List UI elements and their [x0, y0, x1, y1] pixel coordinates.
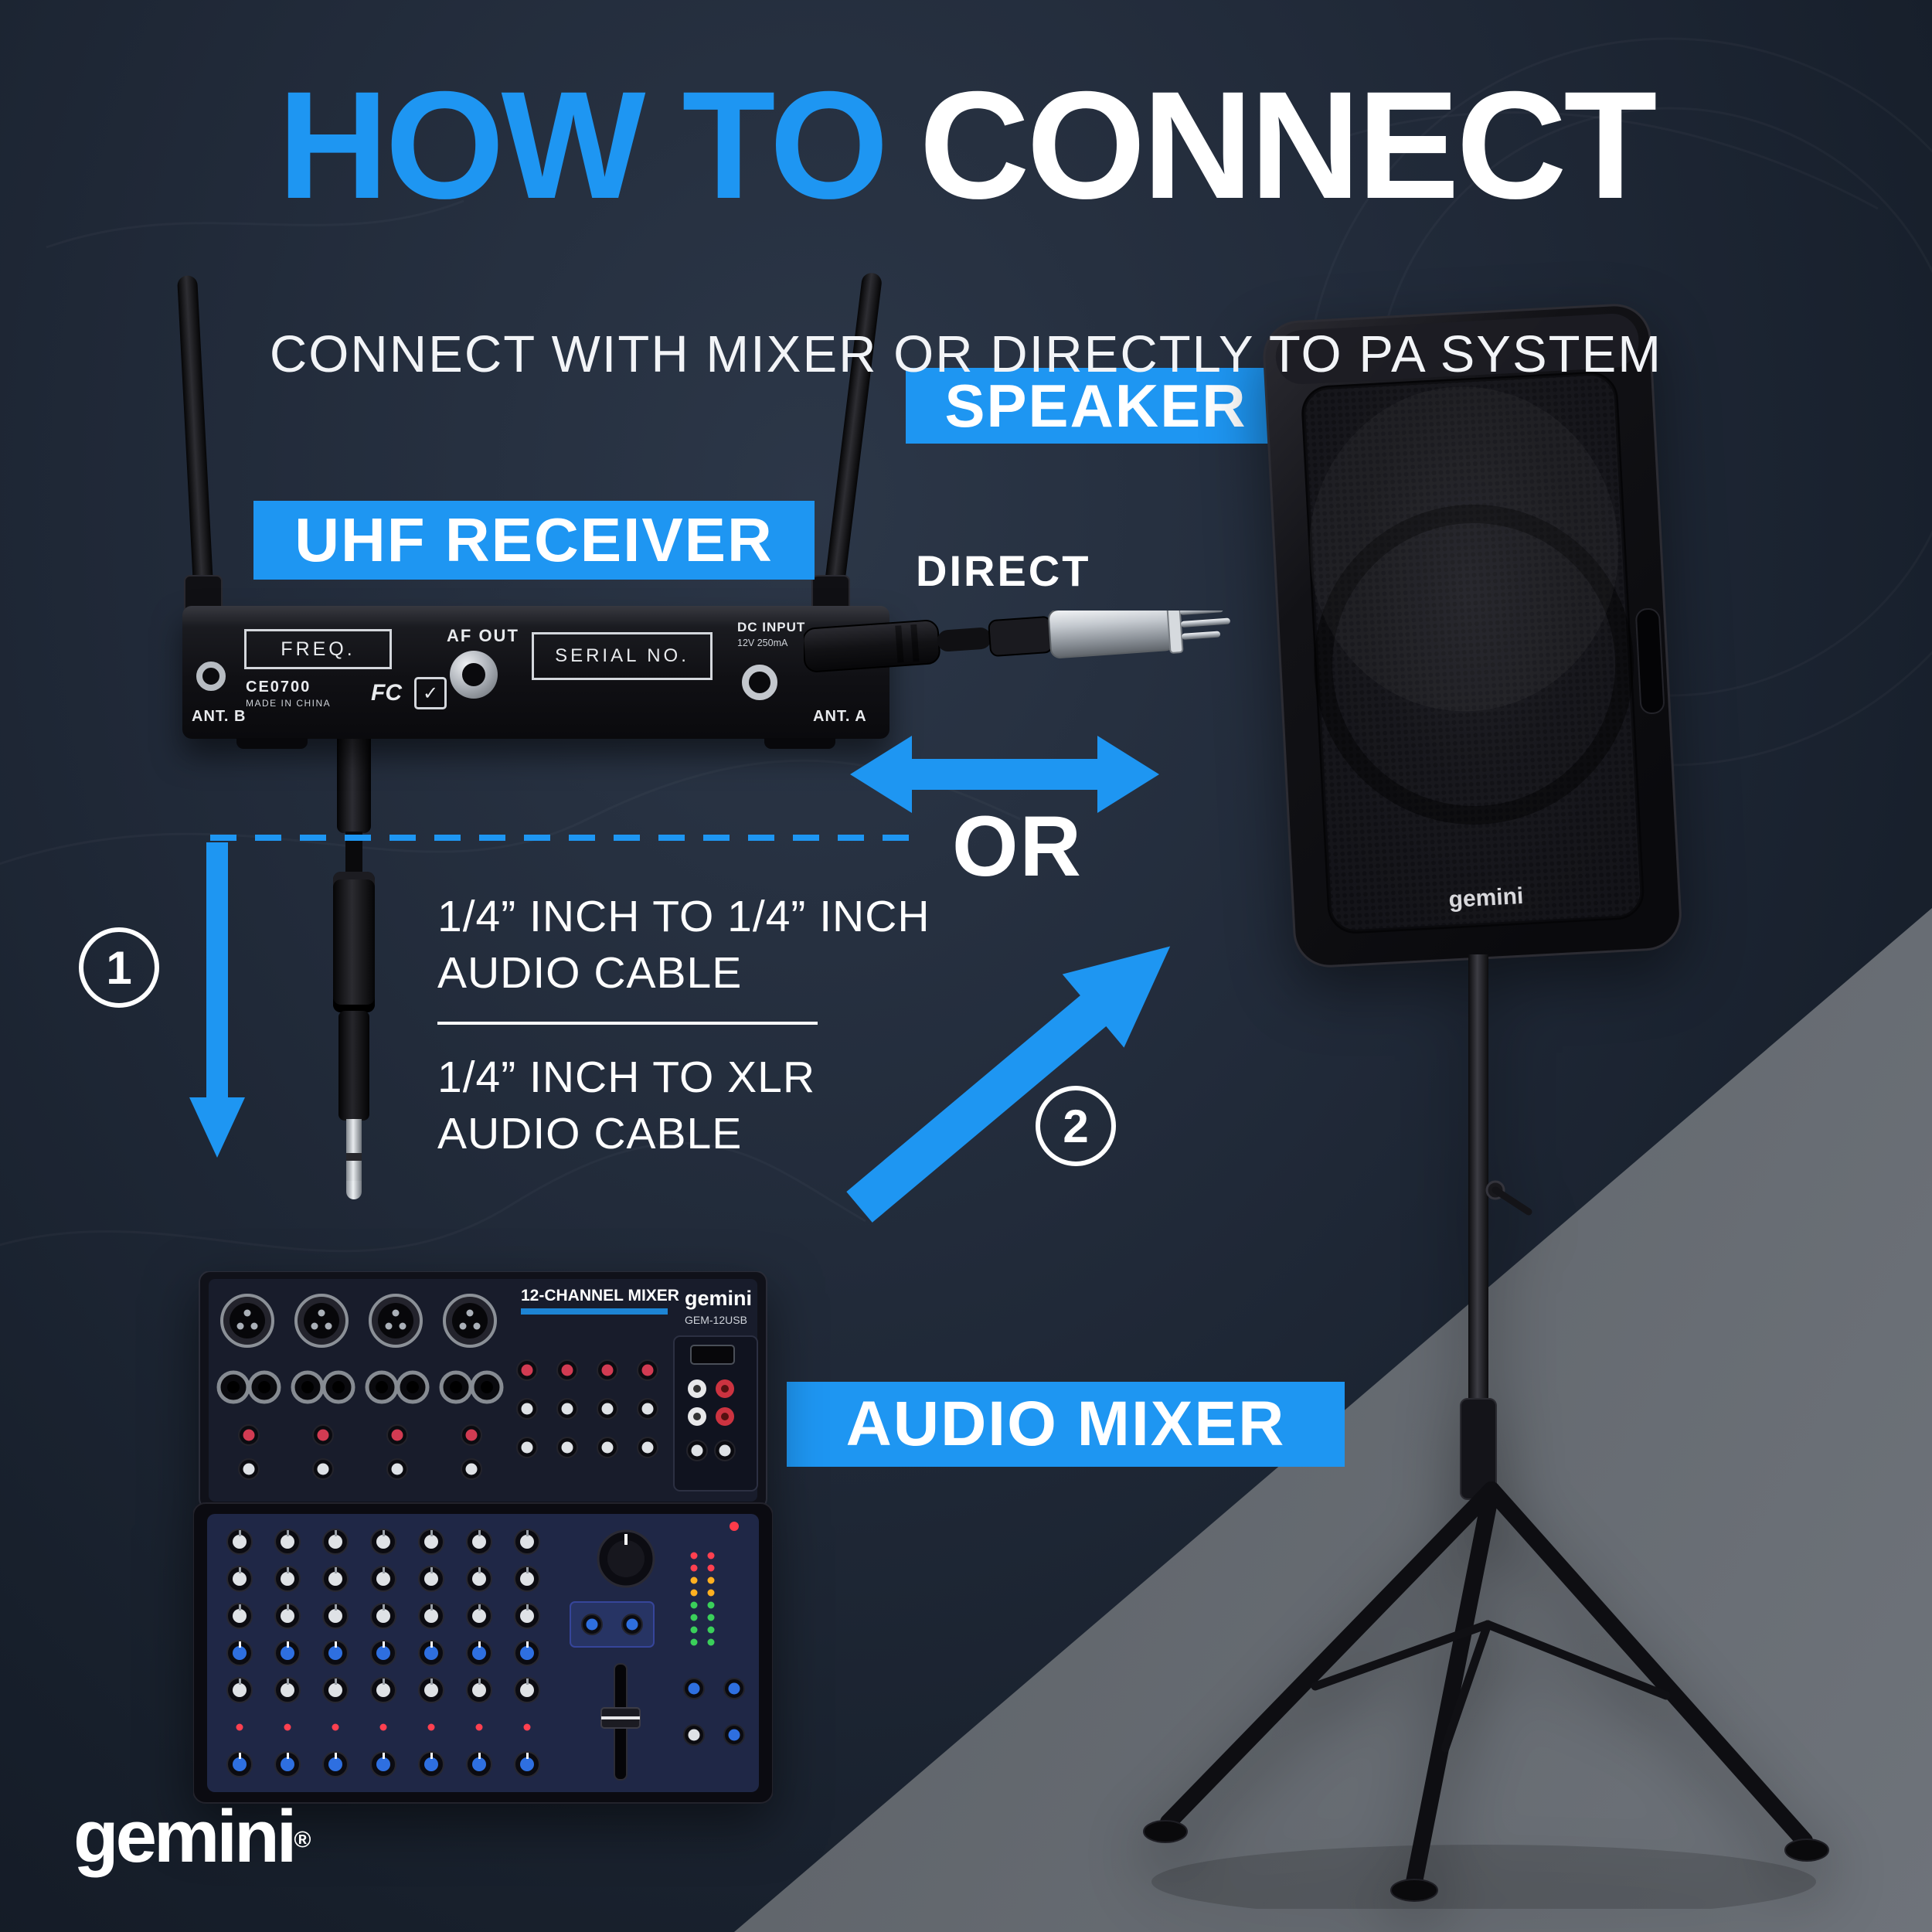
quarter-inch-cable-coupler: [333, 872, 375, 1012]
step-2-badge: 2: [1036, 1086, 1116, 1166]
dc-input-jack: [742, 665, 777, 700]
tripod-stand: [1143, 954, 1829, 1909]
or-label: OR: [952, 799, 1083, 894]
level-meter: [690, 1552, 715, 1646]
speaker-handle: [1635, 608, 1665, 714]
io-block: [673, 1335, 758, 1492]
speaker-banner: SPEAKER: [906, 368, 1286, 444]
mixer-brand-label: gemini: [685, 1287, 752, 1310]
stand-shadow: [1151, 1845, 1816, 1909]
dc-input-block: DC INPUT 12V 250mA: [737, 620, 805, 648]
serial-label: SERIAL NO.: [555, 645, 689, 666]
xlr-pin: [1181, 617, 1230, 628]
stand-braces: [1311, 1620, 1671, 1753]
right-angle-plug: [804, 620, 940, 672]
quarter-inch-plug-ring: [346, 1153, 362, 1161]
cable-segment: [937, 628, 992, 652]
made-in-label: MADE IN CHINA: [246, 698, 332, 709]
freq-label: FREQ.: [281, 638, 355, 660]
title-rest: CONNECT: [919, 60, 1657, 230]
mixer-model-label: GEM-12USB: [685, 1314, 747, 1326]
title-highlight: HOW TO: [277, 60, 889, 230]
channel-level-knobs: [216, 1746, 551, 1783]
registered-mark: ®: [294, 1827, 311, 1853]
xlr-cable-illustration: [804, 611, 1230, 672]
usb-port: [690, 1345, 735, 1365]
ce-mark: CE0700 MADE IN CHINA: [246, 679, 331, 709]
woofer-outline: [1314, 504, 1634, 825]
uhf-receiver-banner: UHF RECEIVER: [253, 501, 815, 580]
arrow-down-icon: [189, 842, 245, 1158]
speaker-brand-label: gemini: [1448, 883, 1524, 913]
af-out-jack: [450, 651, 498, 699]
xlr-collar: [1165, 611, 1184, 654]
channel-pan-knobs: [216, 1672, 551, 1709]
xlr-pin: [1179, 611, 1223, 615]
speaker-cabinet: gemini: [1263, 304, 1682, 968]
stand-feet: [1143, 1820, 1829, 1902]
mixer-title-label: 12-CHANNEL MIXER: [521, 1287, 679, 1304]
quarter-inch-cable-plug-top: [337, 722, 371, 833]
power-led: [730, 1522, 739, 1531]
dc-spec-label: 12V 250mA: [737, 637, 788, 648]
channel-peak-leds: [216, 1709, 551, 1746]
af-out-label: AF OUT: [447, 626, 519, 645]
audio-mixer-banner: AUDIO MIXER: [787, 1382, 1345, 1467]
xlr-rear-shell: [988, 616, 1053, 657]
xlr-barrel: [1048, 611, 1175, 658]
stand-legs: [1160, 1481, 1813, 1890]
quarter-inch-plug-tip: [346, 1181, 362, 1199]
cable-options-divider: [437, 1022, 818, 1025]
ant-b-jack: [196, 662, 226, 691]
approval-check-icon: ✓: [414, 677, 447, 709]
xlr-input: [294, 1294, 349, 1348]
direct-label: DIRECT: [916, 546, 1091, 595]
receiver-antenna-right: [821, 271, 883, 617]
quarter-inch-cable-neck: [345, 832, 362, 873]
xlr-pin: [1182, 631, 1221, 640]
xlr-input: [220, 1294, 274, 1348]
serial-number-box: SERIAL NO.: [532, 632, 713, 680]
cable-option-2-label: 1/4” INCH TO XLR AUDIO CABLE: [437, 1053, 816, 1158]
cable-option-1-label: 1/4” INCH TO 1/4” INCH AUDIO CABLE: [437, 892, 930, 998]
freq-display-box: FREQ.: [244, 629, 392, 669]
ant-b-label: ANT. B: [192, 708, 247, 725]
channel-fx-knobs: [216, 1634, 551, 1672]
step-1-badge: 1: [79, 927, 159, 1008]
xlr-input: [369, 1294, 423, 1348]
master-section: [570, 1522, 745, 1781]
gemini-logo: gemini®: [73, 1795, 311, 1878]
uhf-receiver-illustration: FREQ. CE0700 MADE IN CHINA FC ✓ AF OUT S…: [182, 606, 889, 749]
page-subtitle: CONNECT WITH MIXER OR DIRECTLY TO PA SYS…: [269, 325, 1663, 383]
speaker-illustration: gemini: [1143, 304, 1829, 1909]
receiver-foot: [236, 738, 308, 749]
receiver-foot: [764, 738, 835, 749]
fcc-logo: FC: [371, 680, 402, 706]
ce-mark-text: CE0700: [246, 679, 311, 696]
xlr-input: [443, 1294, 497, 1348]
audio-mixer-illustration: 12-CHANNEL MIXER gemini GEM-12USB: [193, 1271, 773, 1804]
quarter-inch-cable-plug-bottom: [338, 1011, 369, 1121]
speaker-top-face: [1275, 313, 1639, 385]
bt-usb-panel: [570, 1601, 655, 1648]
quarter-inch-plug-shaft: [346, 1119, 362, 1182]
channel-eq-knobs: [216, 1523, 551, 1634]
dc-input-label: DC INPUT: [737, 620, 806, 634]
ant-a-label: ANT. A: [813, 708, 867, 725]
